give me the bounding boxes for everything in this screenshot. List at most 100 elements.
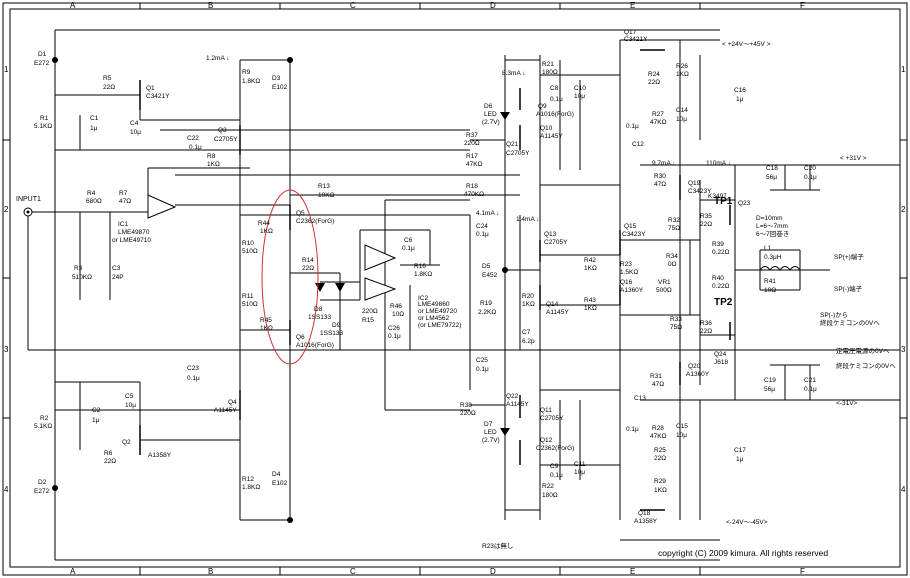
value-q17: C3421Y [624,36,648,43]
value-r39: 0.22Ω [712,249,730,256]
copyright-notice: copyright (C) 2009 kimura. All rights re… [658,548,828,558]
label-k3497: K3497 [708,193,727,200]
value-q10: A1145Y [540,133,563,140]
label-q10: Q10 [540,125,553,132]
label-q12: Q12 [540,437,553,444]
current-9-7ma: 9.7mA ↓ [652,160,675,167]
current-1-2ma: 1.2mA ↓ [206,55,229,62]
value-r18: 470KΩ [464,191,484,198]
value-r10: 510Ω [242,248,258,255]
label-c25: C25 [476,357,488,364]
label-r36: R36 [700,320,712,327]
value-r4: 680Ω [86,198,102,205]
label-c15: C15 [676,423,688,430]
note-coil-1: D=10mm [756,215,783,222]
value-d6-b: (2.7V) [482,119,500,126]
value-ic2-d: (or LME79722) [418,322,461,329]
component-labels: INPUT1 < +24V〜+45V > < +31V > <-31V> <-2… [16,29,896,558]
col-label-a-bottom: A [70,567,76,576]
label-r29: R29 [654,478,666,485]
note-coil-3: 6〜7回巻き [756,229,789,238]
value-r14: 22Ω [302,265,314,272]
label-c17: C17 [734,447,746,454]
label-q16: Q16 [620,279,633,286]
label-q24: Q24 [714,351,727,358]
label-c8: C8 [550,85,559,92]
label-r4: R4 [87,190,96,197]
label-c5: C5 [125,393,134,400]
label-r28: R28 [652,425,664,432]
value-c3: 24P [112,274,124,281]
label-r15: R15 [362,317,374,324]
label-r2: R2 [40,415,49,422]
value-r2: 5.1KΩ [34,423,52,430]
value-c22: 0.1μ [189,144,202,151]
value-r46: 10Ω [392,311,404,318]
value-r9: 1.8KΩ [242,78,260,85]
label-q4: Q4 [228,399,237,406]
label-q11: Q11 [540,407,552,414]
note-r23: R23は無し [482,541,513,550]
note-coil-2: L=6〜7mm [756,223,788,230]
label-c3: C3 [112,265,121,272]
value-r20: 1KΩ [522,301,535,308]
value-c14: 10μ [676,116,687,123]
label-r9: R9 [242,69,251,76]
label-q1: Q1 [146,85,155,92]
value-r44: 1KΩ [260,228,273,235]
label-tp2: TP2 [714,297,733,308]
col-label-e-bottom: E [630,567,635,576]
value-r13: 10KΩ [318,192,335,199]
value-c2: 1μ [92,417,100,424]
value-r32: 75Ω [668,225,680,232]
label-q19: Q19 [688,180,701,187]
label-ic1: IC1 [118,221,129,228]
label-q21: Q21 [506,141,519,148]
current-1-4ma: 1.4mA ↓ [516,216,539,223]
value-vr1: 500Ω [656,287,672,294]
label-r22: R22 [542,483,554,490]
value-c9: 0.1μ [550,472,563,479]
value-r17: 47KΩ [466,161,483,168]
value-d8: 1SS133 [308,314,332,321]
label-r11: R11 [242,293,254,300]
label-c16: C16 [734,87,746,94]
label-r34: R34 [666,253,678,260]
value-r37: 220Ω [464,140,480,147]
value-r42: 1KΩ [584,265,597,272]
label-c23: C23 [187,365,199,372]
label-r41: R41 [764,278,776,285]
label-r46: R46 [390,303,402,310]
label-r13: R13 [318,183,330,190]
value-r28: 47KΩ [650,433,667,440]
note-sp-from-2: 終段ケミコンの0Vへ [820,318,880,327]
label-q14: Q14 [546,301,559,308]
value-q9: A1016(ForG) [536,111,574,118]
value-q15: C3423Y [622,231,646,238]
value-d7-b: (2.7V) [482,437,500,444]
value-r8: 1KΩ [207,161,220,168]
value-q19: C3423Y [688,188,712,195]
value-d5: E452 [482,272,498,279]
label-c11: C11 [574,461,586,468]
value-r22: 180Ω [542,492,558,499]
row-label-3-right: 3 [901,345,906,354]
rail-neg31: <-31V> [836,400,858,407]
highlight-ellipse [261,189,319,365]
note-final-0v: 終段ケミコンの0Vへ [836,361,896,370]
note-sp-minus: SP(-)端子 [834,284,863,293]
col-label-e: E [630,1,635,10]
label-c21: C21 [804,377,816,384]
value-c6: 0.1μ [402,245,415,252]
input-label: INPUT1 [16,196,41,203]
note-psu-0v: 定電圧電源の0Vへ [836,346,890,355]
value-ic2-a: LME49860 [418,301,450,308]
label-r37: R37 [466,132,478,139]
label-d5: D5 [482,263,491,270]
col-label-d-bottom: D [490,567,496,576]
label-r10: R10 [242,240,254,247]
label-r16: R16 [414,263,426,270]
value-q20: A1360Y [686,371,710,378]
col-label-c-bottom: C [350,567,356,576]
